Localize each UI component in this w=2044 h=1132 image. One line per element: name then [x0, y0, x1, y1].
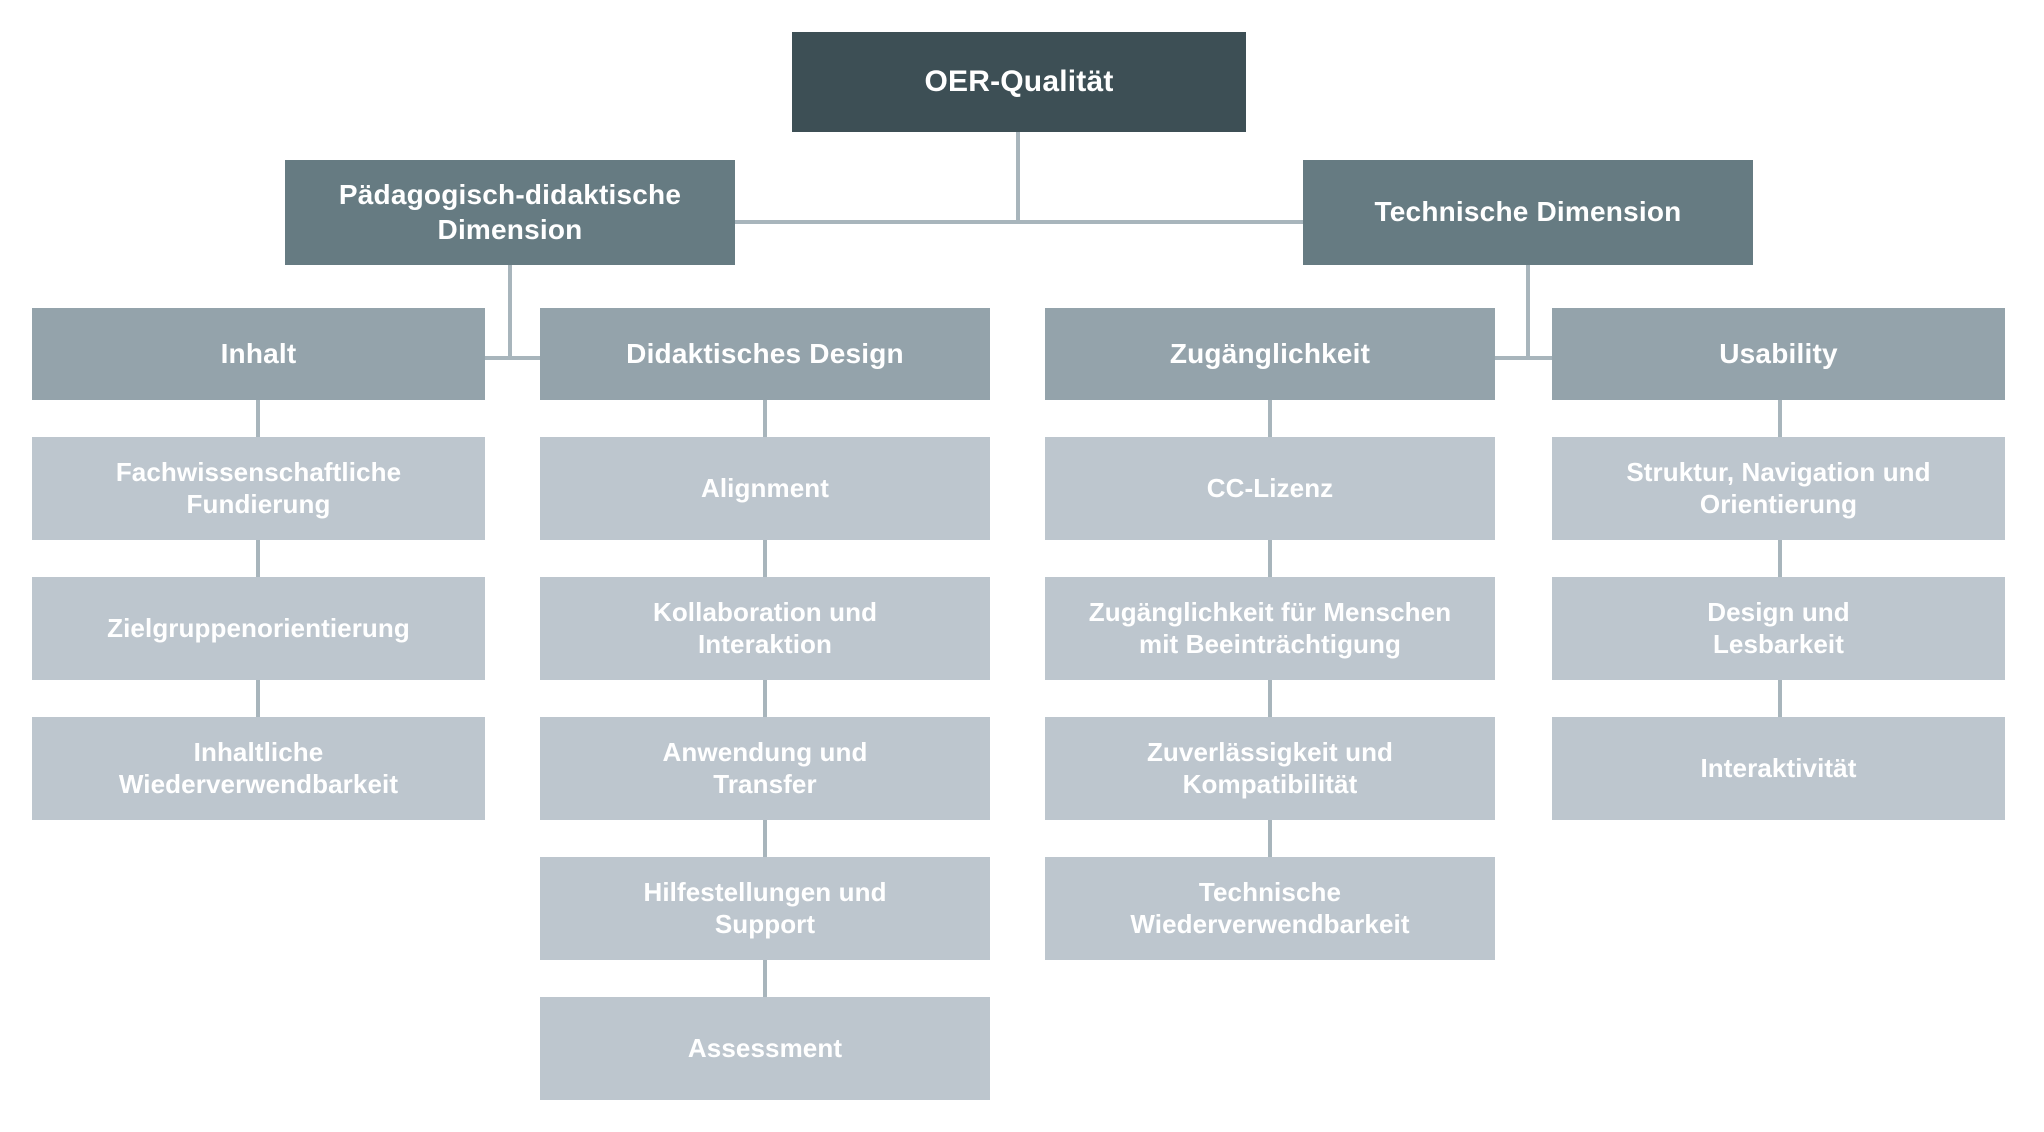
node-root-oer-qualitaet[interactable]: OER-Qualität: [792, 32, 1246, 132]
node-leaf-zugaenglichkeit-beeintraechtigung[interactable]: Zugänglichkeit für Menschen mit Beeinträ…: [1045, 577, 1495, 680]
connector-pedagogic-category-bus: [420, 356, 600, 360]
node-leaf-hilfestellungen-und-support[interactable]: Hilfestellungen und Support: [540, 857, 990, 960]
node-category-inhalt[interactable]: Inhalt: [32, 308, 485, 400]
connector-spine-inhalt: [256, 400, 260, 720]
connector-root-stem: [1016, 132, 1020, 224]
connector-technical-stem: [1526, 265, 1530, 360]
node-leaf-anwendung-und-transfer[interactable]: Anwendung und Transfer: [540, 717, 990, 820]
connector-dimension-bus: [510, 220, 1528, 224]
node-leaf-design-und-lesbarkeit[interactable]: Design und Lesbarkeit: [1552, 577, 2005, 680]
node-leaf-alignment[interactable]: Alignment: [540, 437, 990, 540]
node-leaf-cc-lizenz[interactable]: CC-Lizenz: [1045, 437, 1495, 540]
connector-pedagogic-stem: [508, 265, 512, 360]
node-leaf-struktur-navigation-orientierung[interactable]: Struktur, Navigation und Orientierung: [1552, 437, 2005, 540]
node-dimension-technische[interactable]: Technische Dimension: [1303, 160, 1753, 265]
node-leaf-fachwissenschaftliche-fundierung[interactable]: Fachwissenschaftliche Fundierung: [32, 437, 485, 540]
connector-technical-category-bus: [1438, 356, 1618, 360]
node-leaf-zuverlaessigkeit-und-kompatibilitaet[interactable]: Zuverlässigkeit und Kompatibilität: [1045, 717, 1495, 820]
node-leaf-kollaboration-und-interaktion[interactable]: Kollaboration und Interaktion: [540, 577, 990, 680]
node-category-zugaenglichkeit[interactable]: Zugänglichkeit: [1045, 308, 1495, 400]
node-category-usability[interactable]: Usability: [1552, 308, 2005, 400]
node-leaf-assessment[interactable]: Assessment: [540, 997, 990, 1100]
node-leaf-inhaltliche-wiederverwendbarkeit[interactable]: Inhaltliche Wiederverwendbarkeit: [32, 717, 485, 820]
node-dimension-paedagogisch-didaktische[interactable]: Pädagogisch-didaktische Dimension: [285, 160, 735, 265]
connector-spine-didaktisches-design: [763, 400, 767, 1000]
node-leaf-technische-wiederverwendbarkeit[interactable]: Technische Wiederverwendbarkeit: [1045, 857, 1495, 960]
node-category-didaktisches-design[interactable]: Didaktisches Design: [540, 308, 990, 400]
node-leaf-interaktivitaet[interactable]: Interaktivität: [1552, 717, 2005, 820]
node-leaf-zielgruppenorientierung[interactable]: Zielgruppenorientierung: [32, 577, 485, 680]
connector-spine-usability: [1778, 400, 1782, 720]
